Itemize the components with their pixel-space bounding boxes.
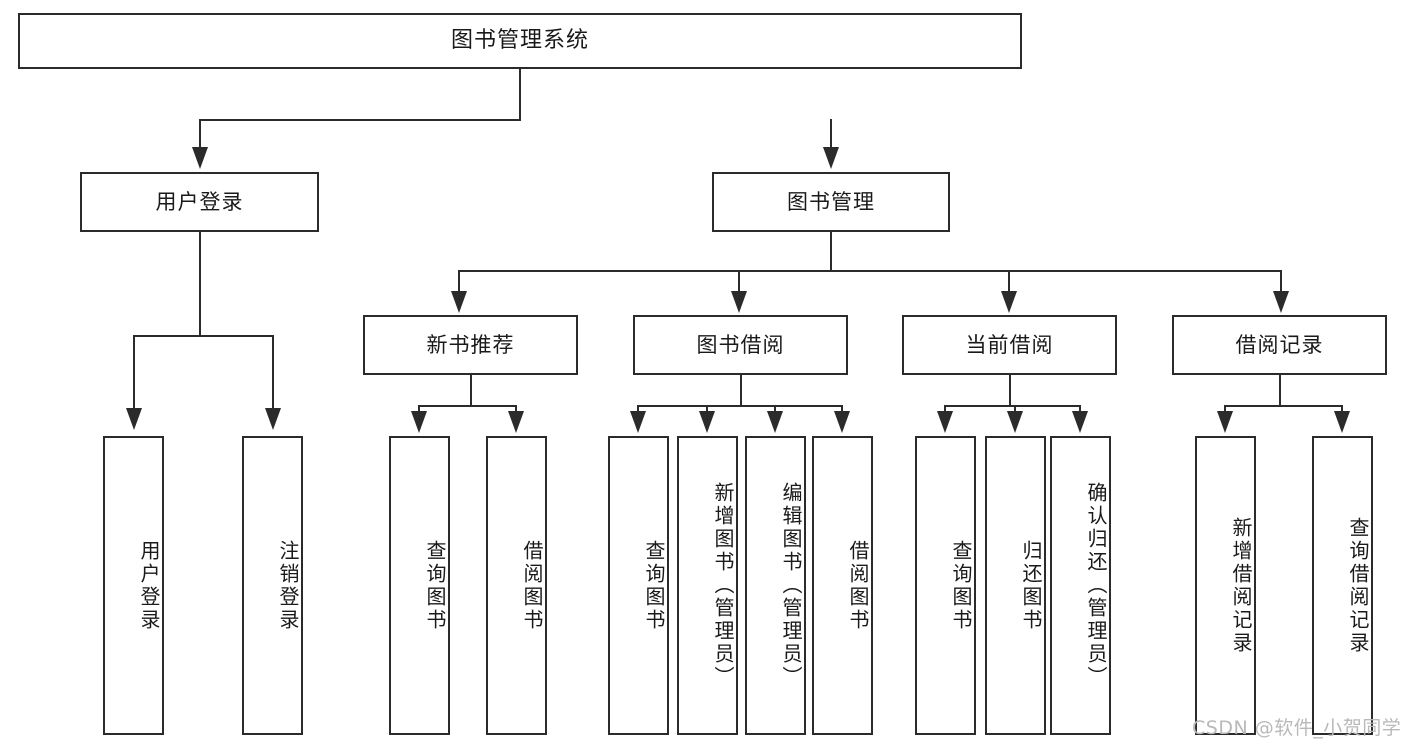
edge-book-borrow-drop-3 [774,405,776,413]
node-book-management[interactable]: 图书管理 [712,172,950,232]
node-user-login[interactable]: 用户登录 [80,172,319,232]
arrow-to-leaf-borrow-book-1 [508,411,524,433]
edge-book-mgmt-drop-4 [1280,270,1282,293]
edge-borrow-record-drop-1 [1224,405,1226,413]
arrow-to-leaf-query-book-2 [630,411,646,433]
edge-new-book-rec-drop-2 [515,405,517,413]
edge-borrow-record-stem [1279,375,1281,406]
edge-root-to-book-mgmt-drop [830,119,832,149]
leaf-query-book-2[interactable]: 查询图书 [608,436,669,735]
edge-root-stem [519,69,521,120]
edge-root-to-user-login-drop [199,119,201,149]
edge-book-mgmt-bar [458,270,1282,272]
node-current-borrowing[interactable]: 当前借阅 [902,315,1117,375]
edge-current-borrow-drop-1 [944,405,946,413]
arrow-to-new-book-rec [451,291,467,313]
node-root-system[interactable]: 图书管理系统 [18,13,1022,69]
arrow-to-leaf-query-book-1 [411,411,427,433]
edge-current-borrow-bar [944,405,1080,407]
arrow-to-leaf-confirm-return [1072,411,1088,433]
arrow-to-borrow-record [1273,291,1289,313]
arrow-to-book-borrow [731,291,747,313]
leaf-borrow-book-2[interactable]: 借阅图书 [812,436,873,735]
edge-user-login-drop-left [133,335,135,410]
edge-new-book-rec-stem [470,375,472,406]
arrow-root-to-user-login [192,147,208,169]
edge-book-borrow-bar [637,405,843,407]
node-borrowing-records[interactable]: 借阅记录 [1172,315,1387,375]
arrow-to-leaf-return-book [1007,411,1023,433]
arrow-to-leaf-edit-book [767,411,783,433]
edge-book-mgmt-stem [830,232,832,272]
edge-borrow-record-bar [1224,405,1342,407]
edge-book-borrow-drop-4 [841,405,843,413]
edge-book-borrow-stem [740,375,742,406]
arrow-to-leaf-query-book-3 [937,411,953,433]
leaf-confirm-return-admin[interactable]: 确认归还（管理员） [1050,436,1111,735]
edge-new-book-rec-drop-1 [418,405,420,413]
leaf-borrow-book-1[interactable]: 借阅图书 [486,436,547,735]
arrow-to-current-borrow [1001,291,1017,313]
leaf-edit-book-admin[interactable]: 编辑图书（管理员） [745,436,806,735]
edge-current-borrow-drop-3 [1079,405,1081,413]
edge-user-login-drop-right [272,335,274,410]
leaf-user-login[interactable]: 用户登录 [103,436,164,735]
edge-book-mgmt-drop-1 [458,270,460,293]
edge-user-login-stem [199,232,201,336]
arrow-to-leaf-add-record [1217,411,1233,433]
leaf-logout-login[interactable]: 注销登录 [242,436,303,735]
edge-book-mgmt-drop-2 [738,270,740,293]
edge-borrow-record-drop-2 [1341,405,1343,413]
edge-root-bar [199,119,521,121]
edge-new-book-rec-bar [418,405,517,407]
arrow-to-leaf-logout-login [265,408,281,430]
leaf-add-borrow-record[interactable]: 新增借阅记录 [1195,436,1256,735]
edge-current-borrow-stem [1009,375,1011,406]
arrow-to-leaf-borrow-book-2 [834,411,850,433]
node-new-book-recommendation[interactable]: 新书推荐 [363,315,578,375]
edge-user-login-bar [133,335,273,337]
arrow-to-leaf-query-record [1334,411,1350,433]
leaf-query-book-1[interactable]: 查询图书 [389,436,450,735]
edge-book-borrow-drop-2 [706,405,708,413]
leaf-query-book-3[interactable]: 查询图书 [915,436,976,735]
arrow-to-leaf-add-book [699,411,715,433]
node-book-borrowing[interactable]: 图书借阅 [633,315,848,375]
edge-book-borrow-drop-1 [637,405,639,413]
arrow-to-leaf-user-login [126,408,142,430]
edge-book-mgmt-drop-3 [1008,270,1010,293]
leaf-query-borrow-record[interactable]: 查询借阅记录 [1312,436,1373,735]
leaf-add-book-admin[interactable]: 新增图书（管理员） [677,436,738,735]
arrow-root-to-book-mgmt [823,147,839,169]
edge-current-borrow-drop-2 [1014,405,1016,413]
leaf-return-book[interactable]: 归还图书 [985,436,1046,735]
